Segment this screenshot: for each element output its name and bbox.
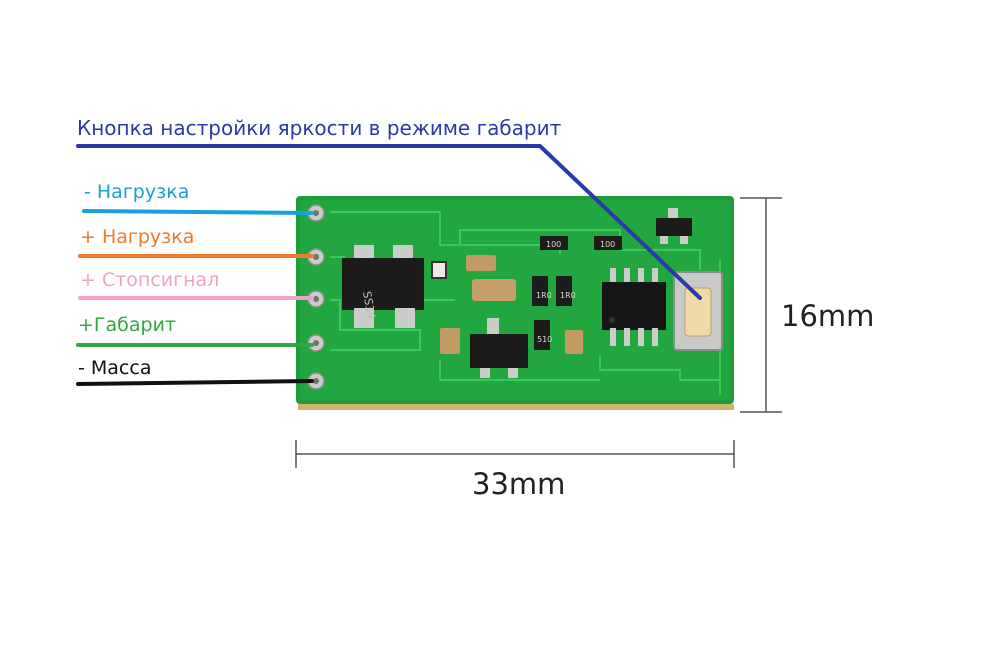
wire-label-parking-light: +Габарит: [78, 314, 176, 336]
small-capacitor: [431, 261, 447, 279]
resistor-marking-4: 1R0: [560, 291, 576, 300]
resistors: [532, 236, 622, 350]
transistor: [470, 318, 528, 378]
resistor-marking-3: 1R0: [536, 291, 552, 300]
dimension-lines: [295, 197, 782, 468]
resistor-marking-1: 100: [546, 240, 561, 249]
wire-label-plus-load: + Нагрузка: [80, 226, 195, 248]
wire-lines: [76, 209, 314, 386]
wire-label-ground: - Масса: [78, 357, 152, 379]
wire-label-brake-light: + Стопсигнал: [80, 269, 220, 291]
title-label: Кнопка настройки яркости в режиме габари…: [77, 116, 562, 140]
capacitors: [440, 255, 583, 354]
tactile-button: [673, 271, 723, 351]
ic-chip: [602, 268, 666, 346]
width-dimension-label: 33mm: [472, 467, 566, 501]
resistor-marking-5: 510: [537, 335, 552, 344]
diode-marking: SS34: [360, 290, 378, 320]
wire-line-1: [82, 209, 314, 215]
wire-line-5: [76, 379, 314, 386]
height-dimension-label: 16mm: [781, 299, 875, 333]
small-transistor: [656, 208, 692, 244]
title-leader-line: [76, 144, 702, 300]
wire-label-minus-load: - Нагрузка: [84, 181, 190, 203]
board-edge: [298, 404, 734, 410]
resistor-marking-2: 100: [600, 240, 615, 249]
diode-components: [342, 245, 424, 328]
